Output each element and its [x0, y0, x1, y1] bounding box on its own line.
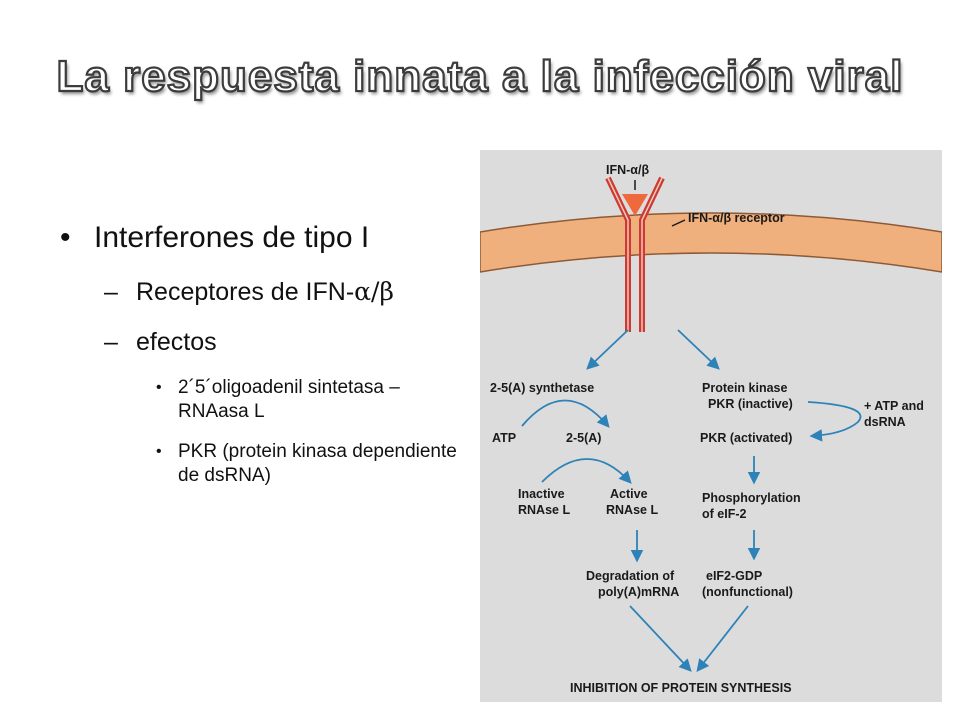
cell-membrane	[480, 212, 942, 273]
bullet-receptores: – Receptores de IFN-α/β	[60, 276, 480, 308]
phos-label-2: of eIF-2	[702, 507, 746, 521]
arrow-inactive-to-active	[541, 458, 632, 484]
bullet-dot: •	[156, 379, 162, 396]
bullet-dot: •	[60, 221, 71, 254]
arrow-pkr-activation	[807, 401, 862, 442]
inhibition-label: INHIBITION OF PROTEIN SYNTHESIS	[570, 681, 792, 695]
bullet-efectos: – efectos	[60, 326, 480, 358]
bullet-oligoadenil: • 2´5´oligoadenil sintetasa – RNAasa L	[60, 376, 468, 424]
bullet-dash: –	[104, 328, 118, 356]
inactive-rnase-label-1: Inactive	[518, 487, 565, 501]
active-rnase-label-2: RNAse L	[606, 503, 658, 517]
atp-label: ATP	[492, 431, 516, 445]
ifn-receptor	[605, 176, 665, 332]
atp-dsrna-label-1: + ATP and	[864, 399, 924, 413]
bullet-interferones-text: Interferones de tipo I	[94, 221, 370, 254]
ifn-ligand	[622, 194, 648, 216]
bullet-pkr: • PKR (protein kinasa dependiente de dsR…	[60, 440, 468, 488]
arrow-degradation-to-inhibition	[629, 605, 692, 672]
bullet-receptores-text: Receptores de IFN-	[136, 278, 355, 306]
pk-label-2: PKR (inactive)	[708, 397, 793, 411]
arrow-to-synthetase	[586, 329, 629, 370]
arrow-to-pkr	[677, 329, 720, 370]
arrow-eif2-to-inhibition	[696, 605, 749, 672]
eif2-label-2: (nonfunctional)	[702, 585, 793, 599]
eif2-label-1: eIF2-GDP	[706, 569, 762, 583]
bullet-efectos-text: efectos	[136, 328, 217, 356]
two-five-a-label: 2-5(A)	[566, 431, 601, 445]
bullet-oligoadenil-text: 2´5´oligoadenil sintetasa – RNAasa L	[178, 377, 400, 422]
bullet-interferones: • Interferones de tipo I	[60, 218, 480, 258]
slide-title: La respuesta innata a la infección viral	[55, 51, 904, 102]
pathway-diagram: IFN-α/β IFN-α/β receptor 2-5(A) syntheta…	[480, 163, 942, 695]
phos-label-1: Phosphorylation	[702, 491, 801, 505]
pk-label-1: Protein kinase	[702, 381, 787, 395]
receptor-label-pointer	[671, 219, 686, 227]
atp-dsrna-label-2: dsRNA	[864, 415, 906, 429]
bullet-list: • Interferones de tipo I – Receptores de…	[60, 218, 480, 504]
receptor-label: IFN-α/β receptor	[688, 211, 785, 225]
interferon-pathway-figure: IFN-α/β IFN-α/β receptor 2-5(A) syntheta…	[480, 150, 942, 702]
pkr-activated-label: PKR (activated)	[700, 431, 792, 445]
degradation-label-2: poly(A)mRNA	[598, 585, 679, 599]
arrow-atp-to-25a	[521, 399, 610, 428]
inactive-rnase-label-2: RNAse L	[518, 503, 570, 517]
synthetase-label: 2-5(A) synthetase	[490, 381, 594, 395]
bullet-dot: •	[156, 443, 162, 460]
bullet-pkr-text: PKR (protein kinasa dependiente de dsRNA…	[178, 441, 457, 486]
bullet-dash: –	[104, 278, 118, 306]
active-rnase-label-1: Active	[610, 487, 648, 501]
ifn-label: IFN-α/β	[606, 163, 649, 177]
bullet-receptores-greek: α/β	[354, 277, 394, 306]
degradation-label-1: Degradation of	[586, 569, 675, 583]
